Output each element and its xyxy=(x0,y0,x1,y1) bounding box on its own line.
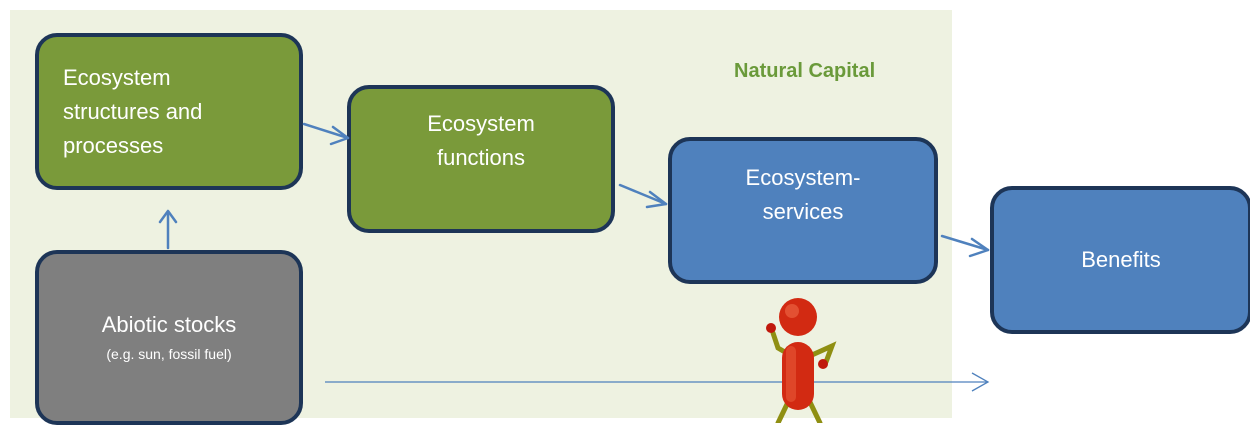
ecosystem-services-box: Ecosystem- services xyxy=(668,137,938,284)
ecosystem-functions-line2: functions xyxy=(436,145,526,171)
abiotic-stocks-subtitle: (e.g. sun, fossil fuel) xyxy=(106,346,232,363)
arrow-functions-to-services xyxy=(618,183,668,209)
abiotic-stocks-box: Abiotic stocks (e.g. sun, fossil fuel) xyxy=(35,250,303,425)
natural-capital-label: Natural Capital xyxy=(734,60,876,82)
ecosystem-structures-label: Ecosystem structures and processes xyxy=(63,65,203,159)
ecosystem-services-line2: services xyxy=(762,199,844,225)
abiotic-stocks-title: Abiotic stocks xyxy=(101,312,237,338)
arrow-abiotic-to-benefits xyxy=(325,372,990,392)
ecosystem-functions-line1: Ecosystem xyxy=(427,111,535,136)
ecosystem-services-line1: Ecosystem- xyxy=(745,165,861,190)
benefits-label: Benefits xyxy=(1081,246,1161,272)
arrow-abiotic-to-structures xyxy=(158,209,178,250)
benefits-box: Benefits xyxy=(990,186,1250,334)
human-figure-icon xyxy=(766,298,837,423)
arrow-services-to-benefits xyxy=(940,234,990,258)
ecosystem-structures-box: Ecosystem structures and processes xyxy=(35,33,303,190)
ecosystem-functions-box: Ecosystem functions xyxy=(347,85,615,233)
arrow-structures-to-functions xyxy=(302,122,350,146)
